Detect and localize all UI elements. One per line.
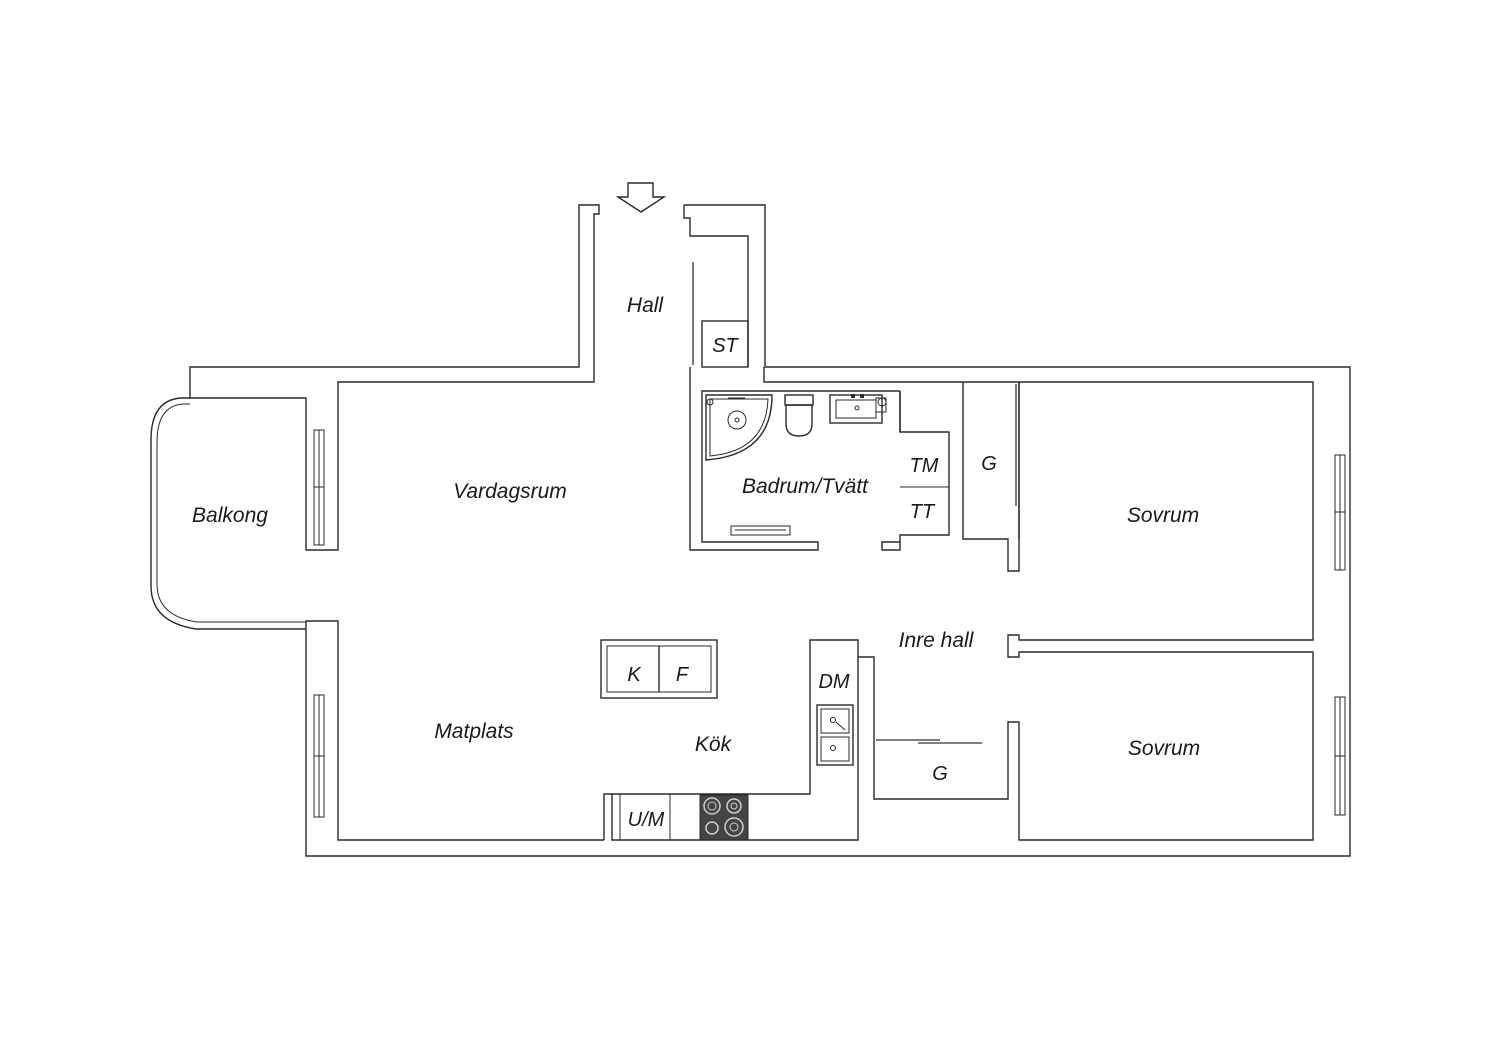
label-sovrum-upper: Sovrum (1127, 504, 1199, 527)
label-um: U/M (628, 809, 665, 831)
label-st: ST (712, 335, 739, 357)
washbasin-icon (829, 394, 887, 424)
stove-icon (699, 794, 749, 841)
label-g-lower: G (932, 763, 948, 785)
shower-icon (705, 394, 773, 461)
outer-walls (189, 204, 1351, 857)
entrance-arrow-icon (615, 182, 667, 213)
label-balkong: Balkong (192, 504, 268, 527)
label-tt: TT (910, 501, 936, 523)
label-badrum-tvatt: Badrum/Tvätt (742, 475, 869, 498)
label-g-upper: G (981, 453, 997, 475)
label-sovrum-lower: Sovrum (1128, 737, 1200, 760)
storage-st (701, 320, 749, 368)
label-vardagsrum: Vardagsrum (453, 480, 567, 503)
oven-microwave-cabinet (619, 794, 671, 840)
label-k: K (627, 664, 642, 686)
label-tm: TM (910, 455, 939, 477)
label-dm: DM (818, 671, 849, 693)
bathroom-fixtures (705, 391, 950, 551)
windows (313, 429, 1346, 818)
label-f: F (676, 664, 690, 686)
wardrobe-sliding-door-lower (876, 739, 982, 744)
label-inre-hall: Inre hall (899, 629, 975, 652)
label-hall: Hall (627, 294, 665, 317)
label-matplats: Matplats (434, 720, 514, 743)
balcony-outline (150, 397, 306, 630)
label-kok: Kök (695, 733, 733, 756)
kitchen-island (600, 639, 718, 699)
toilet-icon (784, 394, 814, 437)
kitchen-sink-icon (816, 704, 854, 766)
